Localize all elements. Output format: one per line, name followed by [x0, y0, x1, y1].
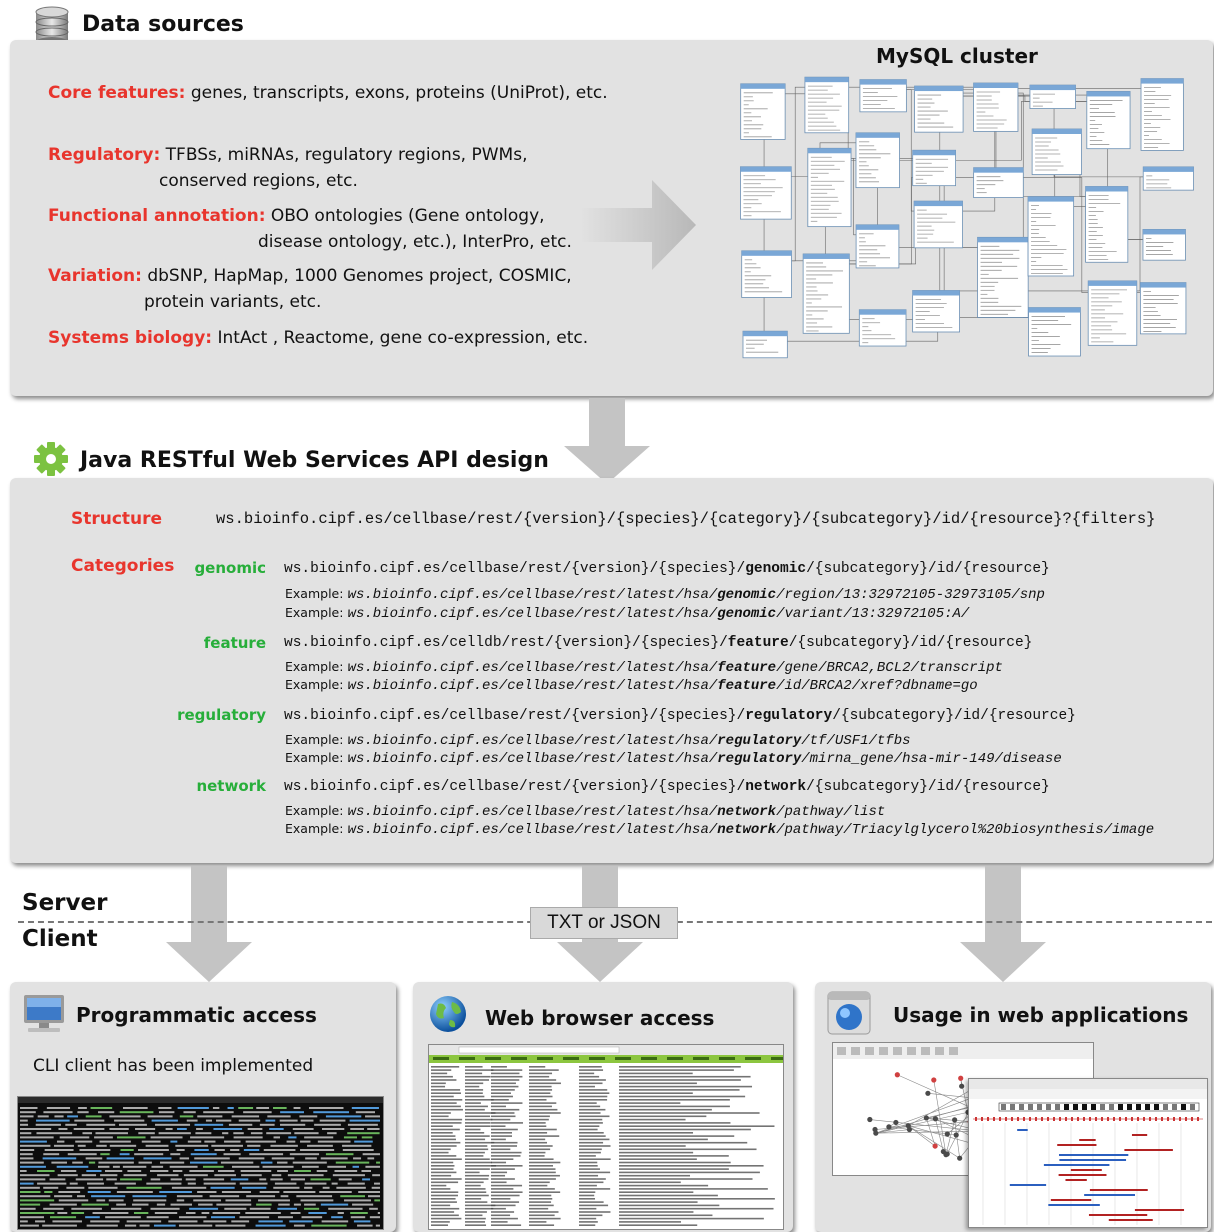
example-url[interactable]: Example: ws.bioinfo.cipf.es/cellbase/res…	[285, 605, 970, 622]
api-panel	[10, 478, 1213, 863]
source-label: Systems biology:	[48, 328, 213, 348]
genome-viewer-screenshot	[968, 1078, 1208, 1228]
webapps-title: Usage in web applications	[893, 1003, 1189, 1027]
mysql-schema-diagram	[740, 74, 1210, 390]
arrow-down	[564, 398, 650, 488]
data-sources-title: Data sources	[82, 12, 244, 37]
webapp-icon	[826, 990, 872, 1036]
programmatic-subtitle: CLI client has been implemented	[33, 1056, 314, 1076]
format-badge: TXT or JSON	[530, 907, 678, 939]
source-label: Regulatory:	[48, 145, 161, 165]
category-feature: feature	[203, 634, 266, 652]
source-text: dbSNP, HapMap, 1000 Genomes project, COS…	[147, 266, 572, 286]
source-variation: Variation: dbSNP, HapMap, 1000 Genomes p…	[48, 263, 572, 289]
source-text: genes, transcripts, exons, proteins (Uni…	[190, 83, 608, 103]
source-label: Functional annotation:	[48, 206, 266, 226]
source-systems-biology: Systems biology: IntAct , Reactome, gene…	[48, 325, 588, 351]
category-regulatory: regulatory	[177, 706, 266, 724]
source-functional-cont: disease ontology, etc.), InterPro, etc.	[258, 232, 572, 252]
source-core-features: Core features: genes, transcripts, exons…	[48, 80, 608, 106]
example-url[interactable]: Example: ws.bioinfo.cipf.es/cellbase/res…	[285, 732, 911, 749]
category-url: ws.bioinfo.cipf.es/cellbase/rest/{versio…	[284, 708, 1076, 724]
server-label: Server	[22, 890, 108, 916]
arrow-right	[580, 180, 700, 274]
category-network: network	[196, 777, 266, 795]
example-url[interactable]: Example: ws.bioinfo.cipf.es/cellbase/res…	[285, 586, 1045, 603]
source-regulatory: Regulatory: TFBSs, miRNAs, regulatory re…	[48, 142, 527, 168]
category-genomic: genomic	[194, 559, 266, 577]
category-url: ws.bioinfo.cipf.es/celldb/rest/{version}…	[284, 635, 1033, 651]
example-url[interactable]: Example: ws.bioinfo.cipf.es/cellbase/res…	[285, 750, 1062, 767]
source-label: Core features:	[48, 83, 186, 103]
source-text: TFBSs, miRNAs, regulatory regions, PWMs,	[165, 145, 528, 165]
example-url[interactable]: Example: ws.bioinfo.cipf.es/cellbase/res…	[285, 821, 1155, 838]
structure-label: Structure	[71, 509, 163, 529]
example-url[interactable]: Example: ws.bioinfo.cipf.es/cellbase/res…	[285, 803, 886, 820]
arrow-down	[166, 866, 252, 986]
structure-url: ws.bioinfo.cipf.es/cellbase/rest/{versio…	[216, 510, 1156, 528]
source-variation-cont: protein variants, etc.	[144, 292, 322, 312]
source-label: Variation:	[48, 266, 142, 286]
source-regulatory-cont: conserved regions, etc.	[159, 171, 358, 191]
category-url: ws.bioinfo.cipf.es/cellbase/rest/{versio…	[284, 779, 1050, 795]
categories-label: Categories	[71, 556, 175, 576]
source-text: OBO ontologies (Gene ontology,	[270, 206, 545, 226]
example-url[interactable]: Example: ws.bioinfo.cipf.es/cellbase/res…	[285, 677, 978, 694]
client-label: Client	[22, 926, 98, 952]
category-url: ws.bioinfo.cipf.es/cellbase/rest/{versio…	[284, 561, 1050, 577]
example-url[interactable]: Example: ws.bioinfo.cipf.es/cellbase/res…	[285, 659, 1003, 676]
arrow-down	[960, 866, 1046, 986]
programmatic-title: Programmatic access	[76, 1003, 317, 1027]
source-text: IntAct , Reactome, gene co-expression, e…	[217, 328, 589, 348]
browser-title: Web browser access	[485, 1006, 715, 1030]
browser-screenshot	[428, 1044, 784, 1230]
computer-icon	[22, 994, 66, 1034]
source-functional: Functional annotation: OBO ontologies (G…	[48, 203, 545, 229]
mysql-cluster-title: MySQL cluster	[876, 44, 1038, 68]
gear-icon	[34, 442, 68, 476]
terminal-screenshot	[17, 1096, 384, 1230]
globe-icon	[428, 994, 468, 1034]
api-title: Java RESTful Web Services API design	[80, 448, 549, 473]
